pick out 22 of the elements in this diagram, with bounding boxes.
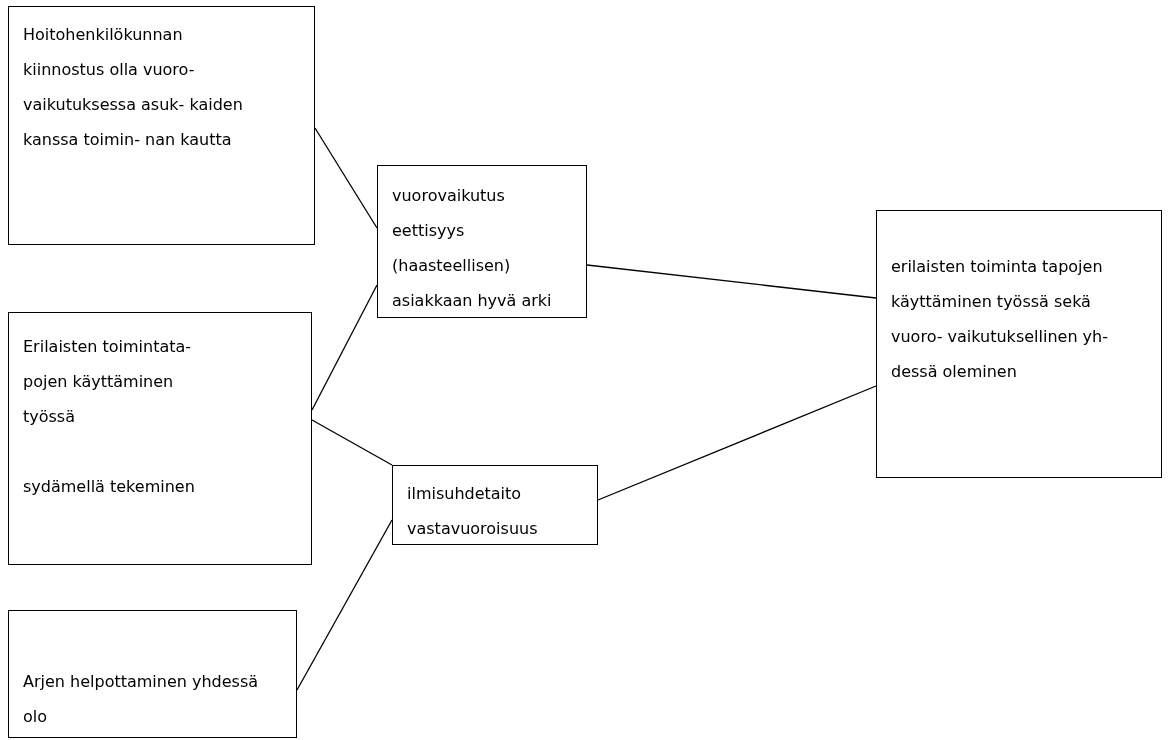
box-text: Hoitohenkilökunnan kiinnostus olla vuoro- vaikutuksessa asuk- kaiden kanssa toimin- nan kautta [23,24,243,151]
text-box [876,210,1162,478]
box-text: vastavuoroisuus [407,518,539,540]
box-text: eettisyys [392,220,466,242]
connector-line [311,419,393,466]
text-box [8,6,315,245]
connector-line [296,519,393,691]
box-text: erilaisten toiminta tapojen käyttäminen työssä sekä vuoro- vaikutuksellinen yh- dessä oleminen [891,256,1109,383]
text-box [377,165,587,318]
box-text: vuorovaikutus [392,185,506,207]
text-box [8,610,297,738]
connector-line [311,284,378,411]
text-box [392,465,598,545]
connector-line [597,385,877,501]
box-text: Arjen helpottaminen yhdessä olo [23,671,260,728]
box-text: ilmisuhdetaito [407,483,523,505]
text-box [8,312,312,565]
box-text: sydämellä tekeminen [23,476,196,498]
box-text: Erilaisten toimintata- pojen käyttäminen työssä [23,336,193,428]
connector-line [586,264,877,299]
box-text: (haasteellisen) asiakkaan hyvä arki [392,255,553,312]
connector-line [314,127,378,229]
